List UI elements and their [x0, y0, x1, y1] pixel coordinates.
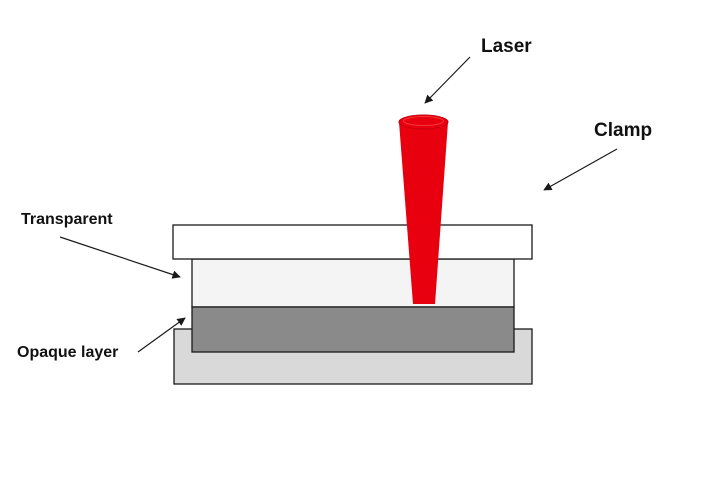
- opaque-layer: [191, 306, 515, 353]
- opaque-layer-label: Opaque layer: [17, 344, 118, 361]
- transparent-label: Transparent: [21, 211, 113, 228]
- laser-label: Laser: [481, 36, 532, 57]
- transparent-arrow: [59, 236, 181, 279]
- clamp-top-plate: [172, 224, 533, 260]
- transparent-layer: [191, 258, 515, 308]
- opaque-arrow: [137, 317, 186, 353]
- laser-cone-top-highlight: [403, 116, 444, 126]
- laser-cone-body: [399, 122, 448, 304]
- clamp-label: Clamp: [594, 120, 652, 141]
- laser-arrow: [424, 56, 471, 104]
- laser-beam: [398, 114, 449, 304]
- laser-cone-top: [398, 114, 449, 130]
- clamp-arrow: [543, 148, 618, 191]
